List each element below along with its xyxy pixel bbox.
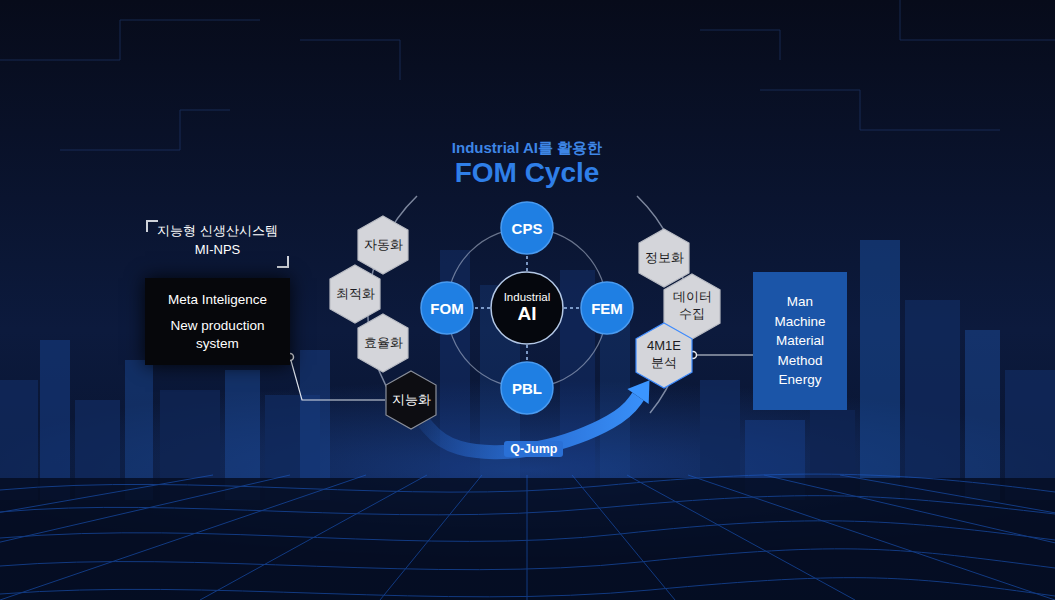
building [905,300,960,500]
hexagon-shape [386,371,436,429]
node-label: 4M1E 분석 [641,338,687,372]
node-label: Energy [779,370,822,390]
grid-ray [688,475,1055,600]
circuit-line [900,0,1055,40]
grid-ray [764,475,1055,600]
cycle-circle: FOM [420,281,474,335]
grid-ray [627,475,855,600]
spoke-connector [564,308,580,309]
hexagon-shape [639,229,689,287]
building [40,340,70,500]
grid-ray [840,475,1055,600]
circle-shape [581,282,633,334]
subtitle-label: Industrial AI를 활용한 [452,139,602,158]
connector-line [526,345,528,361]
side-connector [690,352,754,359]
building [300,350,330,500]
circuit-line [0,20,260,60]
stage-hexagon: 자동화 [357,215,409,275]
node-label: 자동화 [364,237,403,254]
node-label: 데이터 수집 [669,289,715,323]
node-label: 지능화 [392,392,431,409]
node-content: FEM [580,281,634,335]
circuit-line [700,30,780,60]
circle-shape [421,282,473,334]
node-label: Industrial [504,291,551,305]
arrowhead [627,380,649,404]
grid-ray [0,475,366,600]
stage-hexagon: 최적화 [329,264,381,324]
node-content: 지능화 [385,370,437,430]
building [965,330,1000,500]
spoke-connector [527,255,528,271]
diagram-title: FOM Cycle [455,157,600,189]
node-content: ManMachineMaterialMethodEnergy [753,272,847,410]
factor-list-box: ManMachineMaterialMethodEnergy [753,272,847,410]
connector-line [564,307,580,309]
node-label: AI [518,304,537,325]
core-circle: IndustrialAI [490,271,564,345]
hexagon-shape [330,265,380,323]
node-label: CPS [512,220,543,237]
node-label: FOM [430,300,463,317]
node-content: 효율화 [357,313,409,373]
node-label: Man [787,292,813,312]
corner-bracket [147,221,158,232]
node-content: 4M1E 분석 [635,322,693,389]
stage-hexagon: 4M1E 분석 [635,322,693,389]
node-label: Material [776,331,824,351]
cycle-circle: PBL [500,361,554,415]
panel-heading: 지능형 신생산시스템 MI-NPS [145,222,290,260]
stage-hexagon: 지능화 [385,370,437,430]
edge-label: Q-Jump [504,441,563,457]
circle-shape [501,362,553,414]
node-label: 정보화 [645,250,684,267]
hexagon-shape [358,314,408,372]
hexagon-shape [636,323,692,388]
node-label: 효율화 [364,335,403,352]
connector-line [693,354,753,355]
stage-hexagon: 효율화 [357,313,409,373]
cycle-circle: CPS [500,201,554,255]
core-circle-shape [491,272,563,344]
node-label: New production system [151,317,284,352]
node-label: Meta Inteligence [168,291,267,309]
connector-line [474,307,490,309]
hexagon-shape [358,216,408,274]
corner-bracket [277,256,288,267]
system-panel: 지능형 신생산시스템 MI-NPSMeta InteligenceNew pro… [145,278,290,365]
node-content: 최적화 [329,264,381,324]
node-label: Machine [774,312,825,332]
connector-line [526,255,528,271]
circle-shape [501,202,553,254]
node-content: FOM [420,281,474,335]
spoke-connector [527,345,528,361]
node-content: 지능형 신생산시스템 MI-NPSMeta InteligenceNew pro… [145,278,290,365]
building [860,240,900,500]
cycle-circle: FEM [580,281,634,335]
circuit-line [760,90,1000,130]
spoke-connector [474,308,490,309]
node-label: PBL [512,380,542,397]
node-content: PBL [500,361,554,415]
node-content: CPS [500,201,554,255]
grid-ray [527,475,528,600]
node-label: FEM [591,300,623,317]
circuit-line [60,110,230,150]
grid-ray [572,475,675,600]
circuit-line [300,40,400,80]
node-label: 최적화 [336,286,375,303]
node-content: 자동화 [357,215,409,275]
grid-ray [380,475,482,600]
grid-ray [0,475,290,600]
node-label: Method [777,351,822,371]
node-content: IndustrialAI [490,271,564,345]
grid-ray [200,475,427,600]
grid-ray [0,475,213,600]
